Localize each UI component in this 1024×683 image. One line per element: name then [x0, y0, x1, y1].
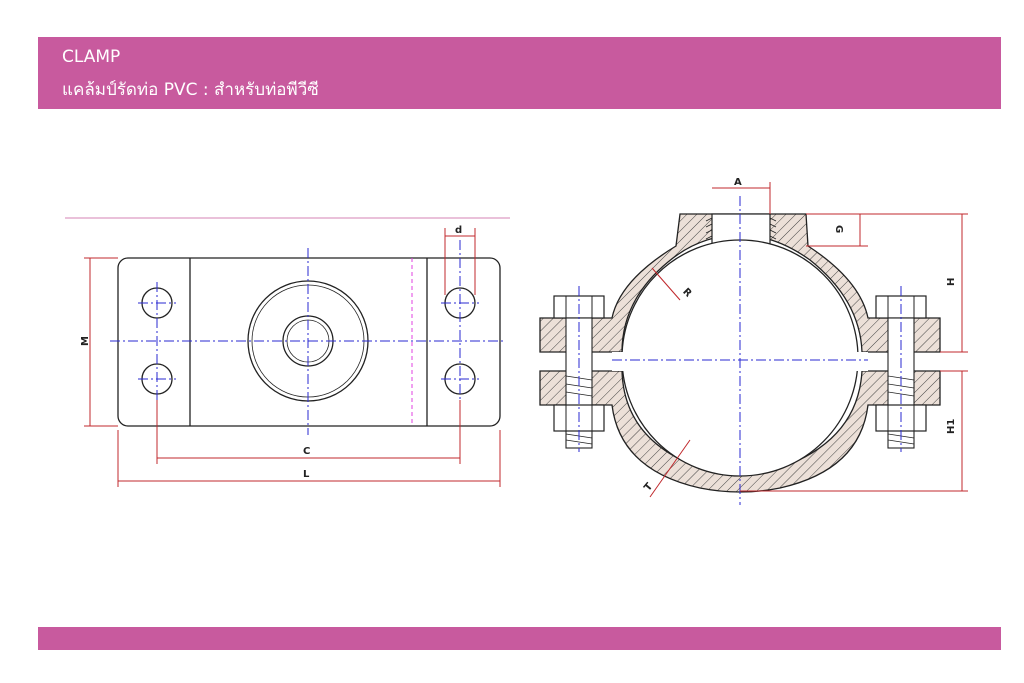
bolt-right — [875, 295, 927, 449]
header-banner: CLAMP แคล้มป์รัดท่อ PVC : สำหรับท่อพีวีซ… — [38, 37, 1001, 109]
dimension-lines-section-view — [649, 182, 968, 498]
dim-label-G: G — [833, 225, 844, 233]
dim-label-H1: H1 — [946, 419, 957, 434]
page-subtitle: แคล้มป์รัดท่อ PVC : สำหรับท่อพีวีซี — [62, 80, 319, 100]
dim-label-M: M — [80, 336, 91, 346]
footer-banner — [38, 627, 1001, 650]
dimension-lines-top-view — [84, 228, 501, 487]
centerlines — [110, 240, 505, 435]
dim-label-C: C — [303, 446, 310, 457]
dim-label-A: A — [734, 177, 742, 188]
dim-label-L: L — [303, 469, 310, 480]
dim-label-d: d — [455, 225, 462, 236]
dim-label-H: H — [946, 278, 957, 286]
top-view: d M C L — [65, 217, 510, 487]
page-title: CLAMP — [62, 47, 121, 67]
section-centerlines — [578, 196, 902, 505]
section-view: A G H H1 R T — [539, 177, 968, 505]
